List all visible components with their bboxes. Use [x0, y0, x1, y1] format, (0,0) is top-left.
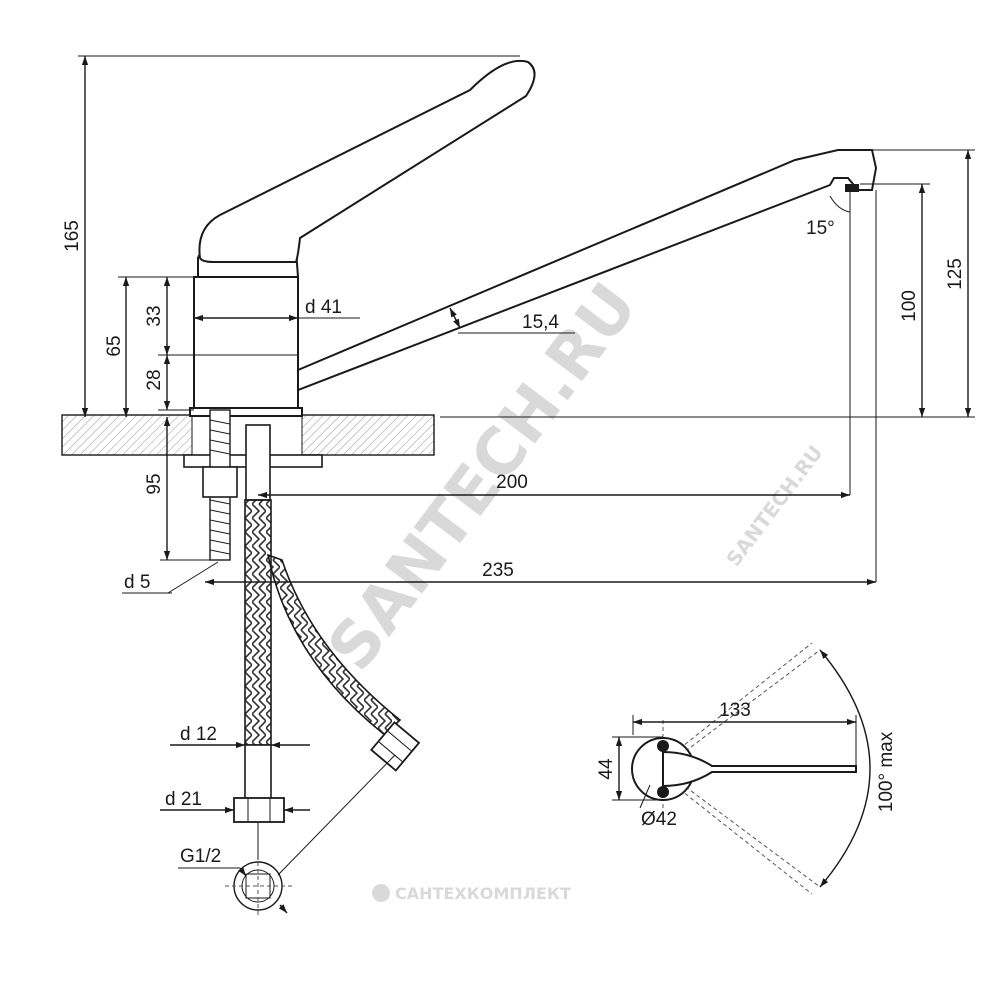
label-65: 65 [104, 335, 125, 356]
label-d5: d 5 [124, 572, 150, 593]
label-28: 28 [144, 369, 165, 390]
watermark-small: SANTECH.RU [721, 441, 827, 571]
handle-lever-top [662, 750, 857, 788]
label-15deg: 15° [806, 218, 835, 239]
rotation-ghost-lower [662, 769, 821, 888]
faucet-body [193, 276, 299, 411]
handle-top-view [612, 642, 871, 895]
label-125: 125 [945, 258, 966, 290]
extension-lines [78, 55, 975, 582]
angled-hose-leader [277, 754, 396, 876]
label-100: 100 [899, 290, 920, 322]
stud-thread [209, 419, 231, 555]
handle-indicator-dot-lower [657, 786, 669, 798]
dimension-lines [78, 55, 975, 914]
handle-indicator-dot [657, 740, 669, 752]
label-44: 44 [596, 758, 617, 780]
supply-hose-lower [244, 744, 272, 801]
label-235: 235 [482, 560, 514, 581]
hose-nut-straight [233, 797, 285, 823]
mounting-nut [202, 466, 238, 498]
base-ring [189, 407, 303, 417]
rotation-ghost-lower-2 [662, 775, 813, 895]
watermark: SANTECH.RU SANTECH.RU САНТЕХКОМПЛЕКТ [314, 270, 827, 903]
label-100deg: 100° max [876, 731, 897, 812]
spout [297, 149, 878, 392]
brand-logo: САНТЕХКОМПЛЕКТ [372, 884, 571, 903]
lever-handle [198, 59, 536, 263]
hose-nut-angled [370, 721, 421, 772]
brand-watermark: САНТЕХКОМПЛЕКТ [395, 884, 571, 903]
dim-arrow-thread-low [278, 904, 288, 914]
thread-end-view [225, 822, 292, 918]
brand-logo-icon [372, 884, 390, 902]
label-133: 133 [719, 700, 751, 721]
extension-lines-top-view [612, 715, 857, 801]
dim-arc-15deg [829, 195, 851, 213]
hose-fitting [245, 424, 271, 501]
label-d21: d 21 [165, 789, 202, 810]
mounting-hardware [183, 409, 323, 561]
label-thread: G1/2 [180, 846, 221, 867]
supply-hose-angled [266, 553, 402, 737]
watermark-diagonal: SANTECH.RU [314, 270, 652, 684]
label-d41: d 41 [305, 297, 342, 318]
supply-hoses [225, 499, 421, 918]
rotation-ghost-upper [662, 649, 821, 769]
faucet [189, 59, 878, 417]
label-200: 200 [496, 472, 528, 493]
label-15-4: 15,4 [522, 312, 559, 333]
label-95: 95 [144, 473, 165, 494]
dim-leader-d5 [167, 561, 219, 594]
supply-hose-straight [244, 499, 272, 746]
dim-arc-100deg [819, 649, 871, 888]
label-d12: d 12 [180, 724, 217, 745]
dim-leader-d42 [639, 784, 651, 809]
label-d42: Ø42 [641, 809, 677, 830]
dimension-labels: 165 65 33 28 95 d 41 15,4 15° 100 125 20… [62, 218, 966, 867]
label-165: 165 [62, 220, 83, 252]
rotation-ghost-upper-2 [662, 642, 813, 763]
aerator [845, 184, 859, 192]
dim-line-15-4 [449, 307, 461, 329]
label-33: 33 [144, 305, 165, 326]
dim-arrow-thread [238, 866, 247, 877]
